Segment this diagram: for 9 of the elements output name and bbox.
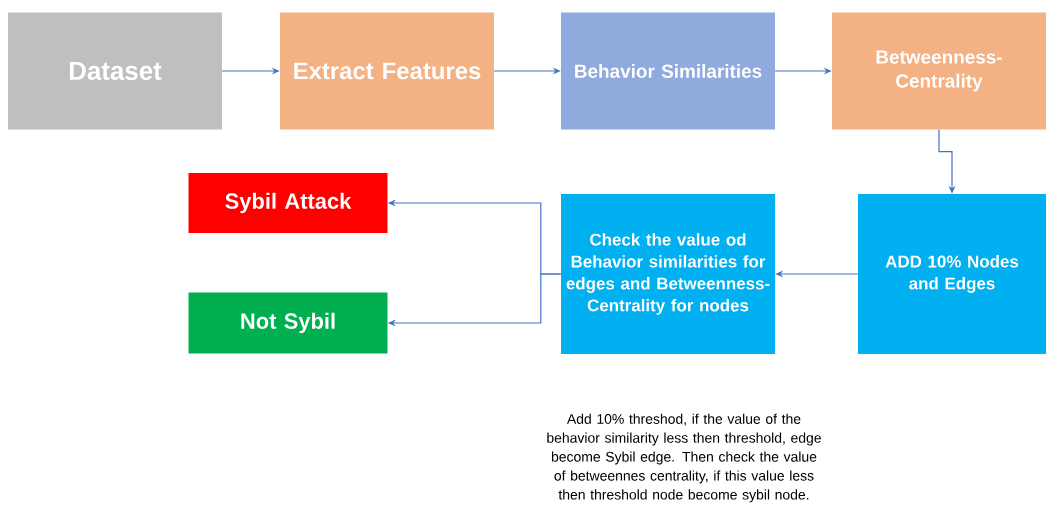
- process-box: Check the value od Behavior similarities for edges and Betweenness-Centrality for nodes: [561, 194, 775, 354]
- process-box: Behavior Similarities: [561, 12, 775, 130]
- process-box: ADD 10% Nodes and Edges: [858, 194, 1046, 354]
- process-box: Sybil Attack: [188, 173, 388, 233]
- process-box: Extract Features: [280, 12, 494, 130]
- process-box: Betweenness-Centrality: [832, 12, 1046, 130]
- process-box: Dataset: [8, 12, 222, 130]
- note-text: Add 10% threshod, if the value of the behavior similarity less then threshold, edge become Sybil edge. Then check the value of betweennes centrality, if this value less then threshold node become sybil node.: [547, 413, 821, 503]
- process-box: Not Sybil: [188, 292, 388, 354]
